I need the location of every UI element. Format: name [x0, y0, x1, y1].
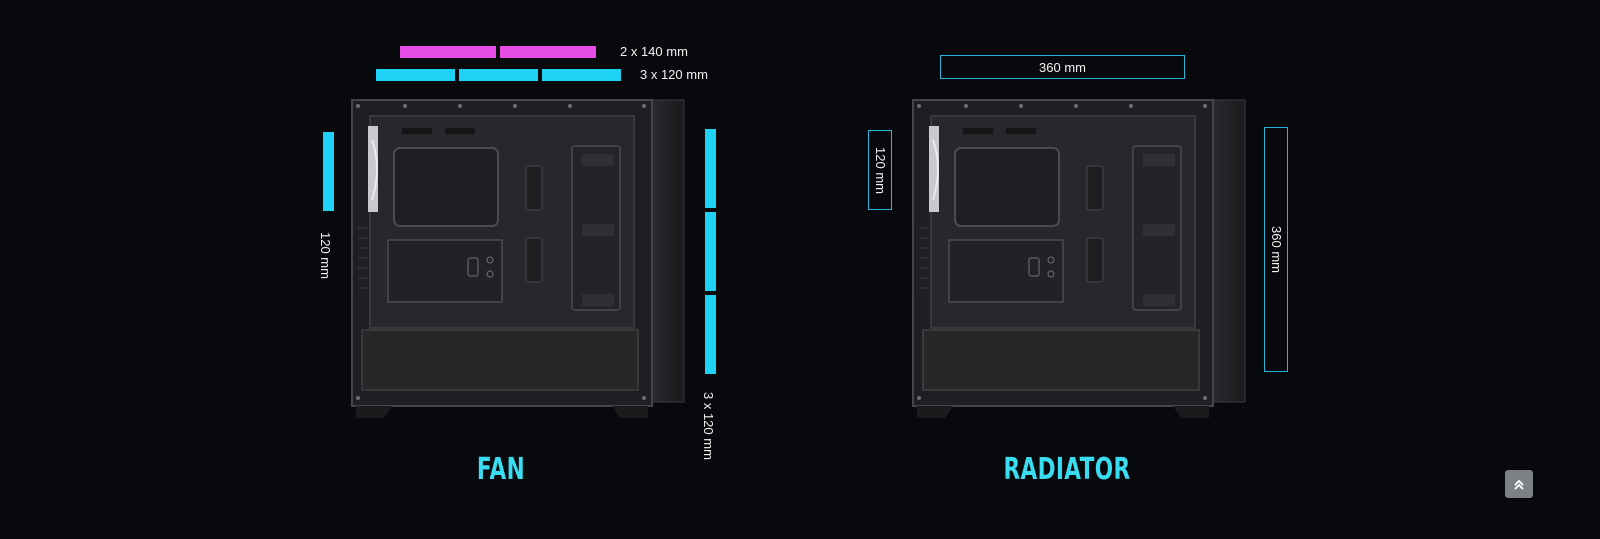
rear-fan-label: 120 mm [318, 232, 333, 279]
pc-case-image [912, 99, 1246, 418]
top-radiator-label: 360 mm [1039, 59, 1086, 75]
pc-case-image [351, 99, 685, 418]
fan-title: FAN [476, 452, 526, 487]
top-radiator-box: 360 mm [940, 55, 1185, 79]
front-fan-bar [705, 129, 716, 208]
top-140-fan-bar [500, 46, 596, 58]
front-radiator-label: 360 mm [1268, 226, 1284, 273]
rear-radiator-label: 120 mm [872, 146, 888, 194]
front-fan-label: 3 x 120 mm [701, 392, 716, 460]
top-120-fan-bar [376, 69, 455, 81]
front-fan-bar [705, 212, 716, 291]
top-120-fan-bar [542, 69, 621, 81]
rear-radiator-box: 120 mm [868, 130, 892, 210]
radiator-title: RADIATOR [1003, 452, 1131, 487]
front-fan-bar [705, 295, 716, 374]
scroll-to-top-button[interactable] [1505, 470, 1533, 498]
rear-fan-bar [323, 132, 334, 211]
double-chevron-up-icon [1514, 479, 1524, 490]
top-140-fan-label: 2 x 140 mm [620, 44, 688, 59]
top-140-fan-bar [400, 46, 496, 58]
top-120-fan-label: 3 x 120 mm [640, 67, 708, 82]
top-120-fan-bar [459, 69, 538, 81]
front-radiator-box: 360 mm [1264, 127, 1288, 372]
